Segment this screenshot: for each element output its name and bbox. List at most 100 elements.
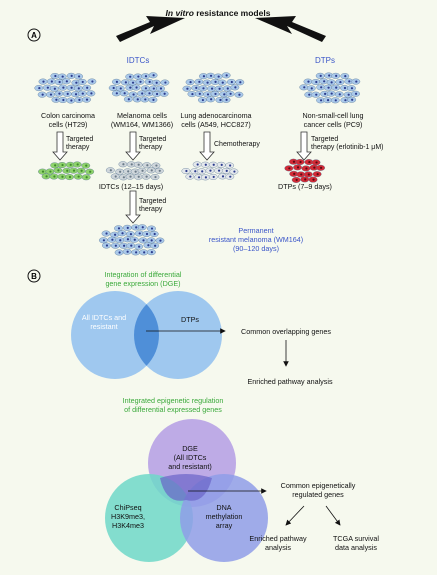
cell-nucleus	[229, 92, 232, 95]
big-arrow-left	[116, 16, 185, 42]
hollow-arrow-permanent	[125, 190, 141, 224]
cell-nucleus	[201, 98, 205, 102]
venn1-overlap	[134, 304, 159, 366]
permanent-label-2: resistant melanoma (WM164)	[209, 235, 303, 244]
common-genes-label: Common overlapping genes	[241, 327, 331, 336]
cell-nucleus	[292, 160, 296, 163]
cluster-colon-idtc	[38, 161, 95, 181]
cell-nucleus	[70, 99, 73, 102]
venn2-top-label-1: DGE	[182, 444, 198, 453]
treatment-second-2: therapy	[139, 206, 163, 213]
cell-nucleus	[150, 239, 153, 242]
cell-nucleus	[320, 166, 323, 169]
cell-nucleus	[148, 92, 151, 95]
cell-nucleus	[46, 86, 49, 89]
cell-nucleus	[141, 226, 144, 229]
cluster-permanent	[99, 224, 165, 256]
cell-nucleus	[328, 74, 331, 77]
cell-nucleus	[315, 93, 318, 96]
cell-nucleus	[66, 169, 69, 172]
cell-nucleus	[197, 176, 201, 179]
cell-nucleus	[299, 160, 302, 164]
epi-title-2: of differential expressed genes	[124, 405, 222, 414]
common-epi-label-1: Common epigenetically	[281, 481, 356, 490]
cell-nucleus	[122, 176, 125, 179]
cell-nucleus	[129, 175, 132, 178]
cell-nucleus	[126, 250, 129, 253]
cell-nucleus	[185, 169, 188, 173]
cell-nucleus	[144, 87, 148, 90]
cell-nucleus	[196, 163, 199, 166]
cell-nucleus	[138, 232, 141, 235]
cell-nucleus	[102, 239, 106, 242]
cell-nucleus	[141, 92, 144, 95]
hollow-arrow-colon	[52, 131, 68, 161]
cell-nucleus	[118, 251, 121, 254]
cell-nucleus	[147, 244, 150, 247]
enriched2-label-2: analysis	[265, 543, 291, 552]
cell-nucleus	[127, 98, 130, 101]
cell-nucleus	[77, 175, 80, 178]
cell-nucleus	[155, 164, 158, 167]
epi-to-tcga-arrow	[325, 505, 341, 526]
figure-title: In vitro resistance models	[166, 8, 271, 18]
treatment-melanoma-2: therapy	[139, 144, 163, 151]
cell-nucleus	[155, 81, 158, 84]
cell-nucleus	[77, 87, 80, 90]
cell-nucleus	[195, 86, 198, 89]
cell-label-nsclc-1: Non-small-cell lung	[302, 111, 363, 120]
cell-nucleus	[68, 175, 72, 179]
cell-nucleus	[114, 244, 117, 247]
cell-nucleus	[319, 74, 322, 77]
hollow-arrow-melanoma	[125, 131, 141, 161]
venn1-left-circle	[71, 291, 159, 379]
cell-nucleus	[85, 176, 88, 179]
cell-nucleus	[49, 93, 53, 96]
cell-nucleus	[202, 87, 205, 90]
cell-nucleus	[55, 98, 58, 101]
cell-nucleus	[42, 80, 45, 83]
cluster-colon	[34, 72, 97, 104]
treatment-colon-1: Targeted	[66, 136, 93, 143]
cell-nucleus	[132, 93, 135, 96]
venn2-right-label-1: DNA	[216, 503, 231, 512]
cell-nucleus	[91, 80, 94, 83]
cell-nucleus	[54, 74, 57, 78]
panel-a-badge	[27, 28, 41, 42]
cell-nucleus	[117, 227, 121, 230]
cell-nucleus	[348, 80, 351, 83]
cell-nucleus	[66, 92, 69, 95]
cell-nucleus	[204, 176, 208, 179]
panel-a-label: A	[31, 31, 37, 40]
cell-nucleus	[221, 175, 225, 178]
cell-nucleus	[129, 86, 132, 89]
idtcs-days-label: IDTCs (12–15 days)	[99, 182, 163, 191]
cell-nucleus	[335, 74, 338, 77]
cell-nucleus	[141, 169, 144, 172]
cell-nucleus	[334, 99, 337, 102]
venn2-right-label-3: array	[216, 521, 233, 530]
cell-nucleus	[312, 178, 315, 181]
cell-nucleus	[85, 98, 89, 101]
cell-nucleus	[209, 74, 213, 77]
cell-nucleus	[324, 92, 327, 95]
cell-nucleus	[41, 93, 44, 96]
cell-nucleus	[351, 98, 354, 101]
cell-nucleus	[131, 81, 135, 84]
cell-nucleus	[307, 173, 310, 176]
cell-label-melanoma-1: Melanoma cells	[117, 111, 167, 120]
cell-nucleus	[198, 92, 201, 95]
cell-nucleus	[344, 99, 347, 102]
treatment-second-1: Targeted	[139, 198, 166, 205]
cell-nucleus	[350, 87, 354, 90]
hollow-arrow-lung	[199, 131, 215, 161]
permanent-label-1: Permanent	[238, 226, 273, 235]
cell-nucleus	[78, 98, 81, 102]
cell-nucleus	[319, 99, 323, 102]
cell-nucleus	[153, 232, 156, 236]
cell-nucleus	[137, 75, 140, 78]
cluster-nsclc-dtp	[284, 158, 325, 183]
cell-nucleus	[230, 80, 233, 84]
cell-nucleus	[194, 170, 197, 173]
cluster-melanoma	[108, 72, 170, 103]
